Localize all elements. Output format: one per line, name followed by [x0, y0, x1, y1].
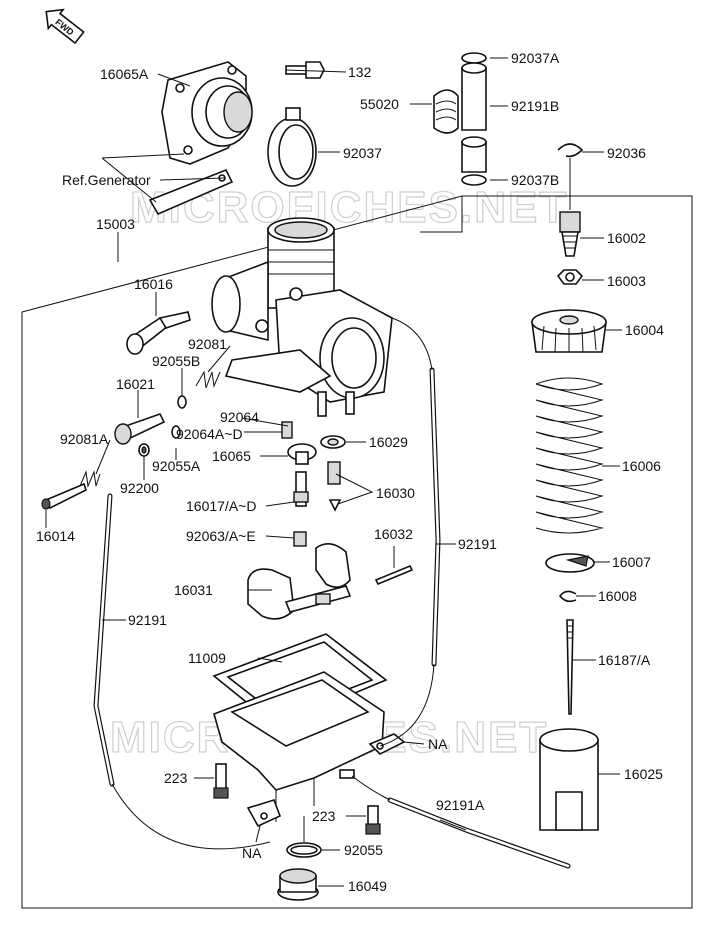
label-16029: 16029 — [369, 434, 408, 450]
needle-16187A — [566, 619, 574, 715]
spring-16006 — [535, 377, 604, 534]
label-132: 132 — [348, 64, 372, 80]
label-16021: 16021 — [116, 376, 155, 392]
label-92037A: 92037A — [511, 50, 560, 66]
label-11009: 11009 — [188, 650, 226, 666]
label-15003: 15003 — [96, 216, 135, 232]
label-16004: 16004 — [625, 322, 664, 338]
clip-92037B — [461, 174, 487, 186]
label-na-bottom: NA — [242, 845, 262, 861]
label-16030: 16030 — [376, 485, 415, 501]
cap-16004 — [531, 309, 607, 353]
clamp-92037 — [267, 107, 317, 187]
valve-16030 — [327, 461, 342, 512]
label-16007: 16007 — [612, 554, 651, 570]
label-16006: 16006 — [622, 458, 661, 474]
washer-16029 — [320, 435, 346, 449]
label-92200: 92200 — [120, 480, 159, 496]
oring-92055 — [286, 842, 322, 858]
label-92081: 92081 — [188, 336, 227, 352]
holder-16065 — [287, 443, 317, 465]
washer-92055B — [177, 395, 187, 409]
washer-92055A — [171, 425, 181, 439]
label-92055B: 92055B — [152, 353, 200, 369]
nut-16003 — [556, 269, 584, 285]
label-16187A: 16187/A — [598, 652, 651, 668]
label-16025: 16025 — [624, 766, 663, 782]
float-16031 — [247, 543, 352, 620]
float-bowl — [213, 671, 385, 822]
needle-jet-16017 — [293, 471, 309, 507]
clip-92036 — [557, 143, 584, 158]
label-92191-right: 92191 — [458, 536, 497, 552]
label-16002: 16002 — [607, 230, 646, 246]
label-16014: 16014 — [36, 528, 75, 544]
label-16031: 16031 — [174, 582, 213, 598]
plug-16049 — [277, 868, 319, 901]
label-92037: 92037 — [343, 145, 382, 161]
screw-16014 — [41, 482, 87, 510]
adjuster-16002 — [559, 211, 581, 257]
pilot-screw-16021 — [114, 413, 166, 445]
label-92064: 92064 — [220, 409, 259, 425]
main-jet-92063 — [293, 531, 307, 547]
label-16008: 16008 — [598, 588, 637, 604]
carburetor-body-15003 — [211, 217, 393, 417]
frame-top — [21, 195, 463, 313]
label-92064A-D: 92064A~D — [176, 426, 243, 442]
label-92191-left: 92191 — [128, 612, 167, 628]
air-screw-16016 — [126, 311, 191, 355]
bracket-na-bottom — [246, 799, 282, 828]
spring-92081A — [79, 470, 101, 488]
label-223-left: 223 — [164, 770, 188, 786]
jet-92064 — [281, 421, 293, 439]
ring-92200 — [138, 443, 150, 457]
label-16003: 16003 — [607, 273, 646, 289]
label-na-right: NA — [428, 736, 448, 752]
fwd-arrow-icon: FWD — [45, 8, 85, 45]
frame-outline — [21, 195, 693, 909]
label-92036: 92036 — [607, 145, 646, 161]
screw-223-bottom — [365, 805, 381, 835]
label-16065: 16065 — [212, 448, 251, 464]
clip-92037A — [461, 52, 487, 64]
label-16049: 16049 — [348, 878, 387, 894]
label-16017A-D: 16017/A~D — [186, 498, 256, 514]
label-92037B: 92037B — [511, 172, 559, 188]
throttle-valve-16025 — [539, 728, 599, 831]
leader-lines — [45, 57, 622, 887]
hose-92191B — [461, 62, 487, 173]
label-223-bottom: 223 — [312, 808, 336, 824]
label-16032: 16032 — [374, 526, 413, 542]
clip-16008 — [558, 590, 577, 603]
label-92055: 92055 — [344, 842, 383, 858]
retainer-16007 — [545, 553, 595, 573]
label-55020: 55020 — [360, 96, 399, 112]
hose-92191A — [351, 775, 571, 869]
label-92191B: 92191B — [511, 98, 559, 114]
filter-55020 — [433, 89, 459, 134]
spring-92081 — [195, 370, 221, 389]
label-92081A: 92081A — [60, 431, 109, 447]
part-labels: 16065A 132 92037A 55020 92191B 92037 920… — [36, 50, 664, 894]
carb-holder-16065A — [161, 61, 253, 165]
label-92063A-E: 92063/A~E — [186, 528, 256, 544]
label-92055A: 92055A — [152, 458, 201, 474]
label-ref-generator: Ref.Generator — [62, 172, 151, 188]
label-16065A: 16065A — [100, 66, 149, 82]
hose-92191-left — [93, 493, 271, 850]
label-92191A: 92191A — [436, 797, 485, 813]
pin-16032 — [374, 564, 414, 586]
screw-223-left — [213, 763, 229, 799]
label-16016: 16016 — [134, 276, 173, 292]
hose-92191-right — [379, 317, 441, 747]
